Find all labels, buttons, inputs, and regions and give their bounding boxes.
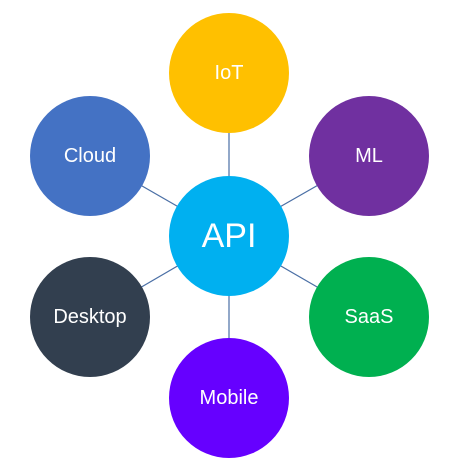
node-cloud: Cloud xyxy=(30,96,150,216)
node-saas: SaaS xyxy=(309,257,429,377)
node-api-label: API xyxy=(201,217,257,255)
node-ml: ML xyxy=(309,96,429,216)
node-iot: IoT xyxy=(169,13,289,133)
node-saas-label: SaaS xyxy=(344,306,394,328)
node-desktop: Desktop xyxy=(30,257,150,377)
node-mobile: Mobile xyxy=(169,338,289,458)
node-cloud-label: Cloud xyxy=(63,145,117,167)
node-desktop-label: Desktop xyxy=(53,306,127,328)
node-api-center: API xyxy=(169,176,289,296)
node-iot-label: IoT xyxy=(214,62,244,84)
node-mobile-label: Mobile xyxy=(199,387,259,409)
node-ml-label: ML xyxy=(355,145,383,167)
